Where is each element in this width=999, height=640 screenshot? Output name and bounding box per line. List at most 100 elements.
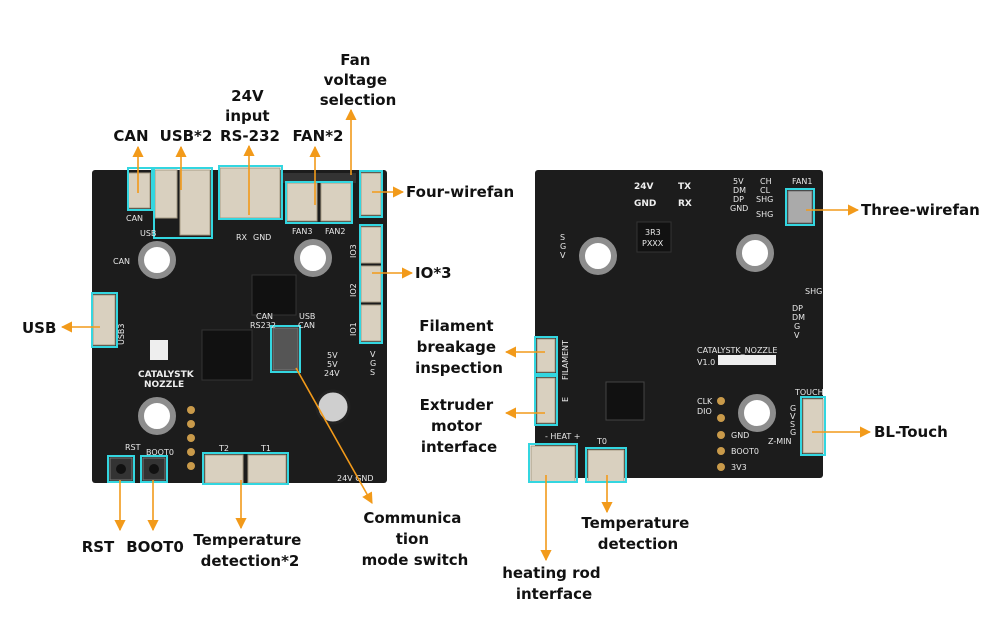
silk-ch: CH <box>760 177 772 186</box>
usb3-connector <box>92 294 116 346</box>
mounting-hole <box>138 397 176 435</box>
t2-connector <box>204 454 244 484</box>
silk-s: S <box>560 233 565 242</box>
silk-inductor-2: PXXX <box>642 239 664 248</box>
capacitor <box>315 389 351 425</box>
silk-touch: TOUCH <box>794 388 824 397</box>
silk-shg2: SHG <box>756 210 773 219</box>
can-connector <box>127 172 151 209</box>
silk-board-name-1: CATALYSTK <box>138 370 195 380</box>
silk-rx: RX <box>678 199 692 209</box>
debug-header <box>717 397 725 471</box>
leader-lines <box>60 108 872 562</box>
fan-voltage-header <box>283 173 356 183</box>
fan3-connector <box>286 182 318 222</box>
silk-can-label: CAN <box>256 312 273 321</box>
label-extruder: Extruder motor interface <box>420 396 499 456</box>
silk-power: 24V GND <box>337 474 374 483</box>
label-io3: IO*3 <box>415 264 452 282</box>
silk-v: V <box>370 350 376 359</box>
silk-t0: T0 <box>596 437 607 446</box>
highlight-switch <box>270 325 301 373</box>
silk-board-name-2: NOZZLE <box>144 380 184 390</box>
silk-tx: TX <box>678 182 691 192</box>
heat-connector <box>530 445 576 483</box>
usb-connector <box>154 169 178 219</box>
label-area <box>718 355 776 365</box>
silk-io1: IO1 <box>349 322 358 336</box>
silk-dio: DIO <box>697 407 712 416</box>
usb-connector-large <box>179 169 211 236</box>
silk-cl: CL <box>760 186 771 195</box>
silk-io2: IO2 <box>349 283 358 297</box>
highlight-24v <box>218 165 283 220</box>
silk-zmin: Z-MIN <box>768 437 791 446</box>
silk-filament: FILAMENT <box>561 340 570 380</box>
inductor <box>636 221 672 253</box>
mounting-hole <box>579 237 617 275</box>
silk-touch-v: V <box>790 412 796 421</box>
label-three-wire-fan: Three-wirefan <box>861 201 980 219</box>
silk-s: S <box>370 368 375 377</box>
t0-connector <box>587 449 625 483</box>
highlight-bltouch <box>800 396 826 456</box>
left-board: CAN USB RX GND CAN FAN3 FAN2 IO3 IO2 IO1… <box>91 165 387 485</box>
mcu-chip <box>201 329 253 381</box>
highlight-four-wire-fan <box>359 170 383 218</box>
leader-switch <box>295 367 373 504</box>
silk-shg1: SHG <box>756 195 773 204</box>
io2-connector <box>360 265 382 303</box>
highlight-heat <box>528 443 578 483</box>
label-temp2: Temperature detection*2 <box>193 531 306 570</box>
silk-can-sw: CAN <box>298 321 315 330</box>
power-connector <box>219 167 281 219</box>
silk-rx: RX <box>236 233 248 242</box>
label-temp: Temperature detection <box>581 514 694 553</box>
silk-dm: DM <box>733 186 746 195</box>
mounting-hole <box>738 394 776 432</box>
silk-rst: RST <box>125 443 141 452</box>
silk-inductor-1: 3R3 <box>645 228 661 237</box>
silk-boot0: BOOT0 <box>731 447 759 456</box>
silk-touch-g: G <box>790 404 796 413</box>
mounting-hole <box>138 241 176 279</box>
silk-5v: 5V <box>733 177 744 186</box>
label-usb: USB <box>22 319 56 337</box>
four-wire-fan-connector <box>360 172 382 216</box>
silk-boot0: BOOT0 <box>146 448 174 457</box>
label-filament: Filament breakage inspection <box>415 317 503 377</box>
silk-can-mid: CAN <box>113 257 130 266</box>
highlight-fan2 <box>285 181 353 224</box>
pin-header <box>187 406 195 470</box>
dip-switch <box>272 327 299 371</box>
label-rst: RST <box>82 538 115 556</box>
silk-usb3: USB3 <box>117 323 126 345</box>
highlight-usb <box>91 292 118 348</box>
silk-v-r: V <box>794 331 800 340</box>
highlight-io3 <box>359 224 383 344</box>
silk-can: CAN <box>126 214 143 223</box>
highlight-can <box>127 167 153 211</box>
label-heating-rod: heating rod interface <box>502 564 606 603</box>
highlight-three-wire-fan <box>785 188 815 226</box>
silk-dp-r: DP <box>792 304 803 313</box>
silk-g-r: G <box>794 322 800 331</box>
extruder-connector <box>536 377 556 424</box>
silk-version: V1.0 <box>697 358 715 367</box>
right-board: 3R3 PXXX 24V TX GND RX 5V DM DP GND CH C… <box>528 170 826 483</box>
silk-gnd2: GND <box>731 431 749 440</box>
silk-shg: SHG <box>805 287 822 296</box>
silk-3v3: 3V3 <box>731 463 747 472</box>
io3-connector <box>360 226 382 264</box>
touch-connector <box>802 398 824 454</box>
fan2-connector <box>320 182 352 222</box>
silk-fan2: FAN2 <box>325 227 345 236</box>
silk-dm-r: DM <box>792 313 805 322</box>
silk-gnd: GND <box>634 199 656 209</box>
mounting-hole <box>736 234 774 272</box>
silk-t2: T2 <box>218 444 229 453</box>
highlight-rst <box>107 455 135 483</box>
silk-g: G <box>370 359 376 368</box>
